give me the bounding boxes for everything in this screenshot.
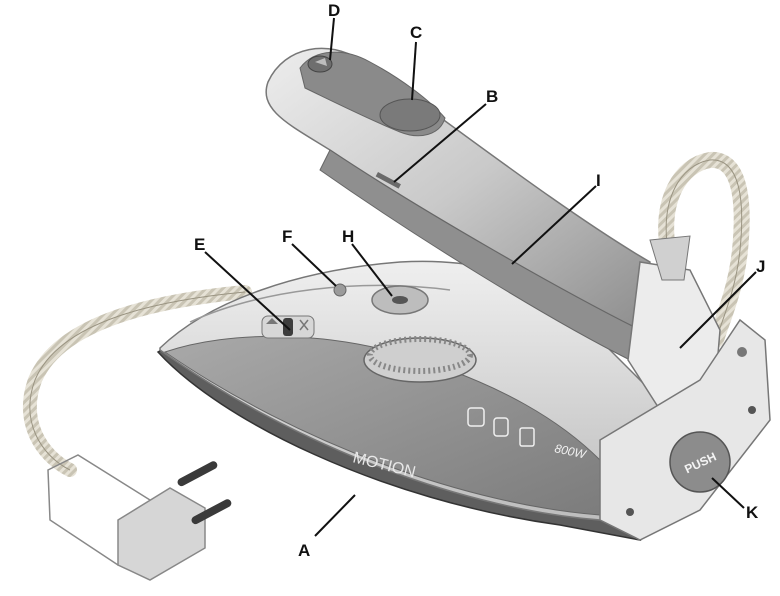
- spray-icon: [315, 58, 327, 66]
- push-button[interactable]: [669, 431, 731, 493]
- callout-line-k: [711, 477, 745, 509]
- label-j: J: [756, 257, 765, 276]
- callout-line-h: [351, 243, 393, 297]
- callouts: [204, 17, 757, 537]
- steam-button[interactable]: [379, 98, 441, 132]
- max-fill-marker: [375, 172, 401, 189]
- steam-on-icon: [266, 318, 278, 324]
- label-f: F: [282, 227, 292, 246]
- fabric-icon-3: [519, 427, 535, 447]
- label-d: D: [328, 1, 340, 20]
- callout-line-a: [314, 494, 356, 537]
- label-i: I: [596, 171, 601, 190]
- cord-guard: [649, 235, 691, 281]
- top-bevel: [189, 284, 451, 323]
- callout-line-c: [411, 41, 417, 101]
- power-plug: [47, 454, 232, 581]
- label-h: H: [342, 227, 354, 246]
- label-e: E: [194, 235, 205, 254]
- label-b: B: [486, 87, 498, 106]
- label-k: K: [746, 503, 759, 522]
- steam-off-icon: [299, 319, 309, 331]
- rear-screw-2: [626, 508, 634, 516]
- label-a: A: [298, 541, 310, 560]
- spray-button[interactable]: [307, 55, 333, 73]
- plug-pin-lower: [191, 499, 232, 525]
- callout-line-j: [679, 271, 757, 349]
- rear-screw-1: [748, 406, 756, 414]
- plug-pin-upper: [177, 461, 218, 487]
- callout-line-b: [393, 103, 487, 183]
- fabric-icon-2: [493, 417, 509, 437]
- water-inlet-hole: [392, 296, 408, 304]
- rear-plate: [599, 318, 771, 541]
- power-text: 800W: [553, 441, 588, 462]
- pilot-light: [333, 283, 347, 297]
- callout-line-e: [204, 251, 291, 331]
- callout-line-f: [291, 243, 337, 287]
- fabric-icon-1: [467, 407, 485, 427]
- callout-line-d: [329, 17, 335, 61]
- label-c: C: [410, 23, 422, 42]
- temperature-dial[interactable]: [363, 336, 477, 383]
- fabric-icons: [467, 407, 535, 447]
- cord-outline: [29, 291, 246, 471]
- callout-line-i: [511, 185, 597, 265]
- rear-screw-3: [737, 347, 747, 357]
